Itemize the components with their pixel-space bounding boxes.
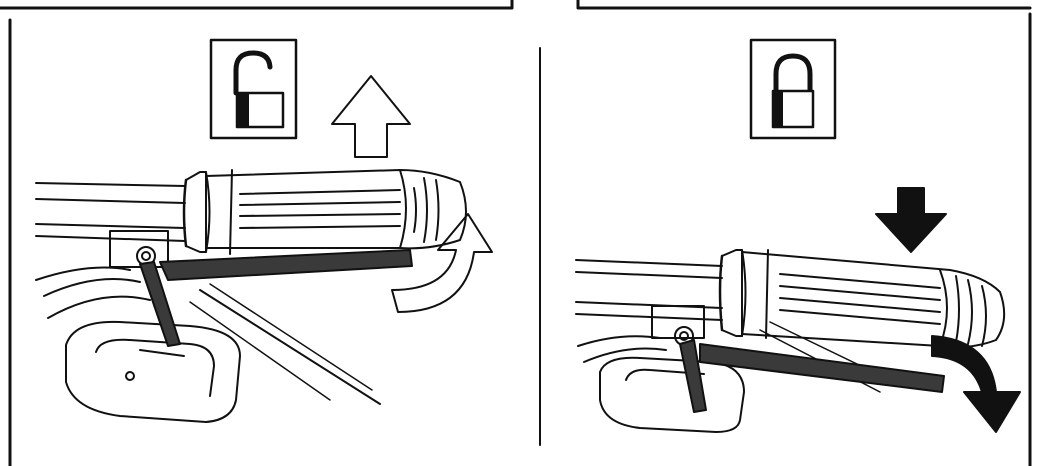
shaft — [575, 259, 723, 321]
hollow-up-arrow — [331, 75, 411, 158]
padlock-closed-icon — [749, 38, 837, 140]
hex-key — [679, 339, 945, 413]
padlock-open-icon — [209, 38, 298, 140]
panel-lock — [575, 38, 1021, 433]
clamp — [35, 230, 381, 423]
solid-down-arrow — [875, 187, 947, 253]
screwdriver-handle — [718, 249, 1006, 349]
panel-unlock — [35, 38, 493, 423]
hollow-curved-arrow — [391, 213, 493, 313]
solid-curved-arrow — [931, 335, 1021, 433]
screwdriver-handle — [182, 169, 467, 255]
hex-key — [139, 249, 413, 357]
